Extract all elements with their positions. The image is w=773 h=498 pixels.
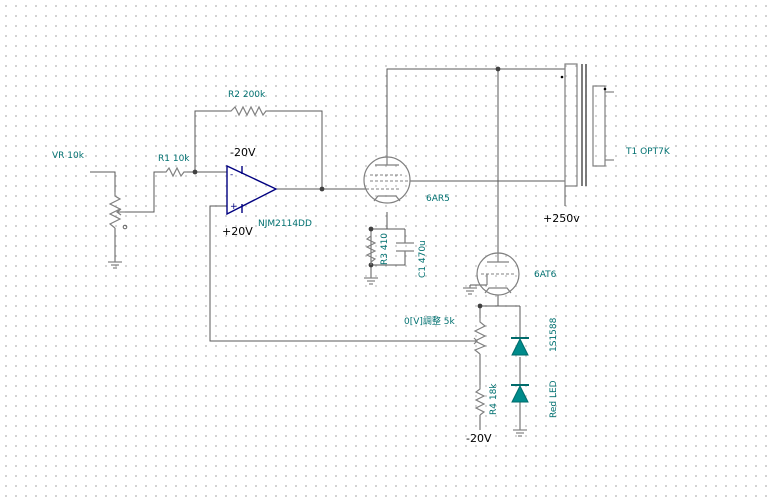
junction-dot — [477, 303, 483, 309]
diode-label: 1S1588 — [549, 317, 559, 352]
opamp-label: NJM2114DD — [258, 219, 312, 229]
junction-dot — [192, 169, 198, 175]
r4-resistor: R4 18k — [474, 383, 499, 416]
trim-label: 0[V]調整 5k — [404, 315, 455, 327]
r1-resistor: R1 10k — [158, 154, 190, 178]
r4-label: R4 18k — [489, 383, 499, 415]
red-led: Red LED — [511, 380, 559, 418]
tube-6at6: 6AT6 — [476, 252, 557, 296]
led-label: Red LED — [549, 380, 559, 418]
junction-dot — [495, 66, 501, 72]
tube-6ar5: 6AR5 — [363, 148, 450, 204]
opamp-neg-supply: -20V — [230, 146, 256, 159]
t1-label: T1 OPT7K — [625, 147, 671, 157]
ground-symbol — [364, 277, 378, 285]
tube-6ar5-label: 6AR5 — [426, 194, 450, 204]
r3-resistor: R3 410 — [365, 232, 390, 265]
ground-symbol — [513, 429, 527, 437]
neg-supply-bottom: -20V — [466, 432, 492, 445]
junction-dot — [319, 186, 325, 192]
c1-capacitor: C1 470u — [396, 240, 428, 278]
diode-1s1588: 1S1588 — [511, 317, 559, 356]
opamp-minus-pin: - — [230, 170, 233, 180]
opamp-plus-pin: + — [230, 202, 238, 212]
transformer-t1: T1 OPT7K — [560, 63, 671, 187]
tube-6at6-label: 6AT6 — [534, 270, 557, 280]
wires — [90, 68, 566, 430]
junction-dots — [192, 66, 501, 309]
junction-dot — [368, 226, 374, 232]
r2-label: R2 200k — [228, 90, 266, 100]
ground-symbol — [463, 287, 477, 295]
ground-symbol — [108, 261, 122, 269]
vr-label: VR 10k — [52, 151, 85, 161]
trim-potentiometer: 0[V]調整 5k — [404, 315, 487, 355]
r1-label: R1 10k — [158, 154, 190, 164]
r3-label: R3 410 — [380, 233, 390, 265]
c1-label: C1 470u — [418, 240, 428, 278]
opamp-njm2114dd: - + NJM2114DD -20V +20V — [222, 146, 312, 238]
b-plus-label: +250v — [543, 212, 580, 225]
opamp-pos-supply: +20V — [222, 225, 253, 238]
vr-potentiometer: VR 10k — [52, 151, 128, 230]
r2-resistor: R2 200k — [227, 90, 270, 117]
